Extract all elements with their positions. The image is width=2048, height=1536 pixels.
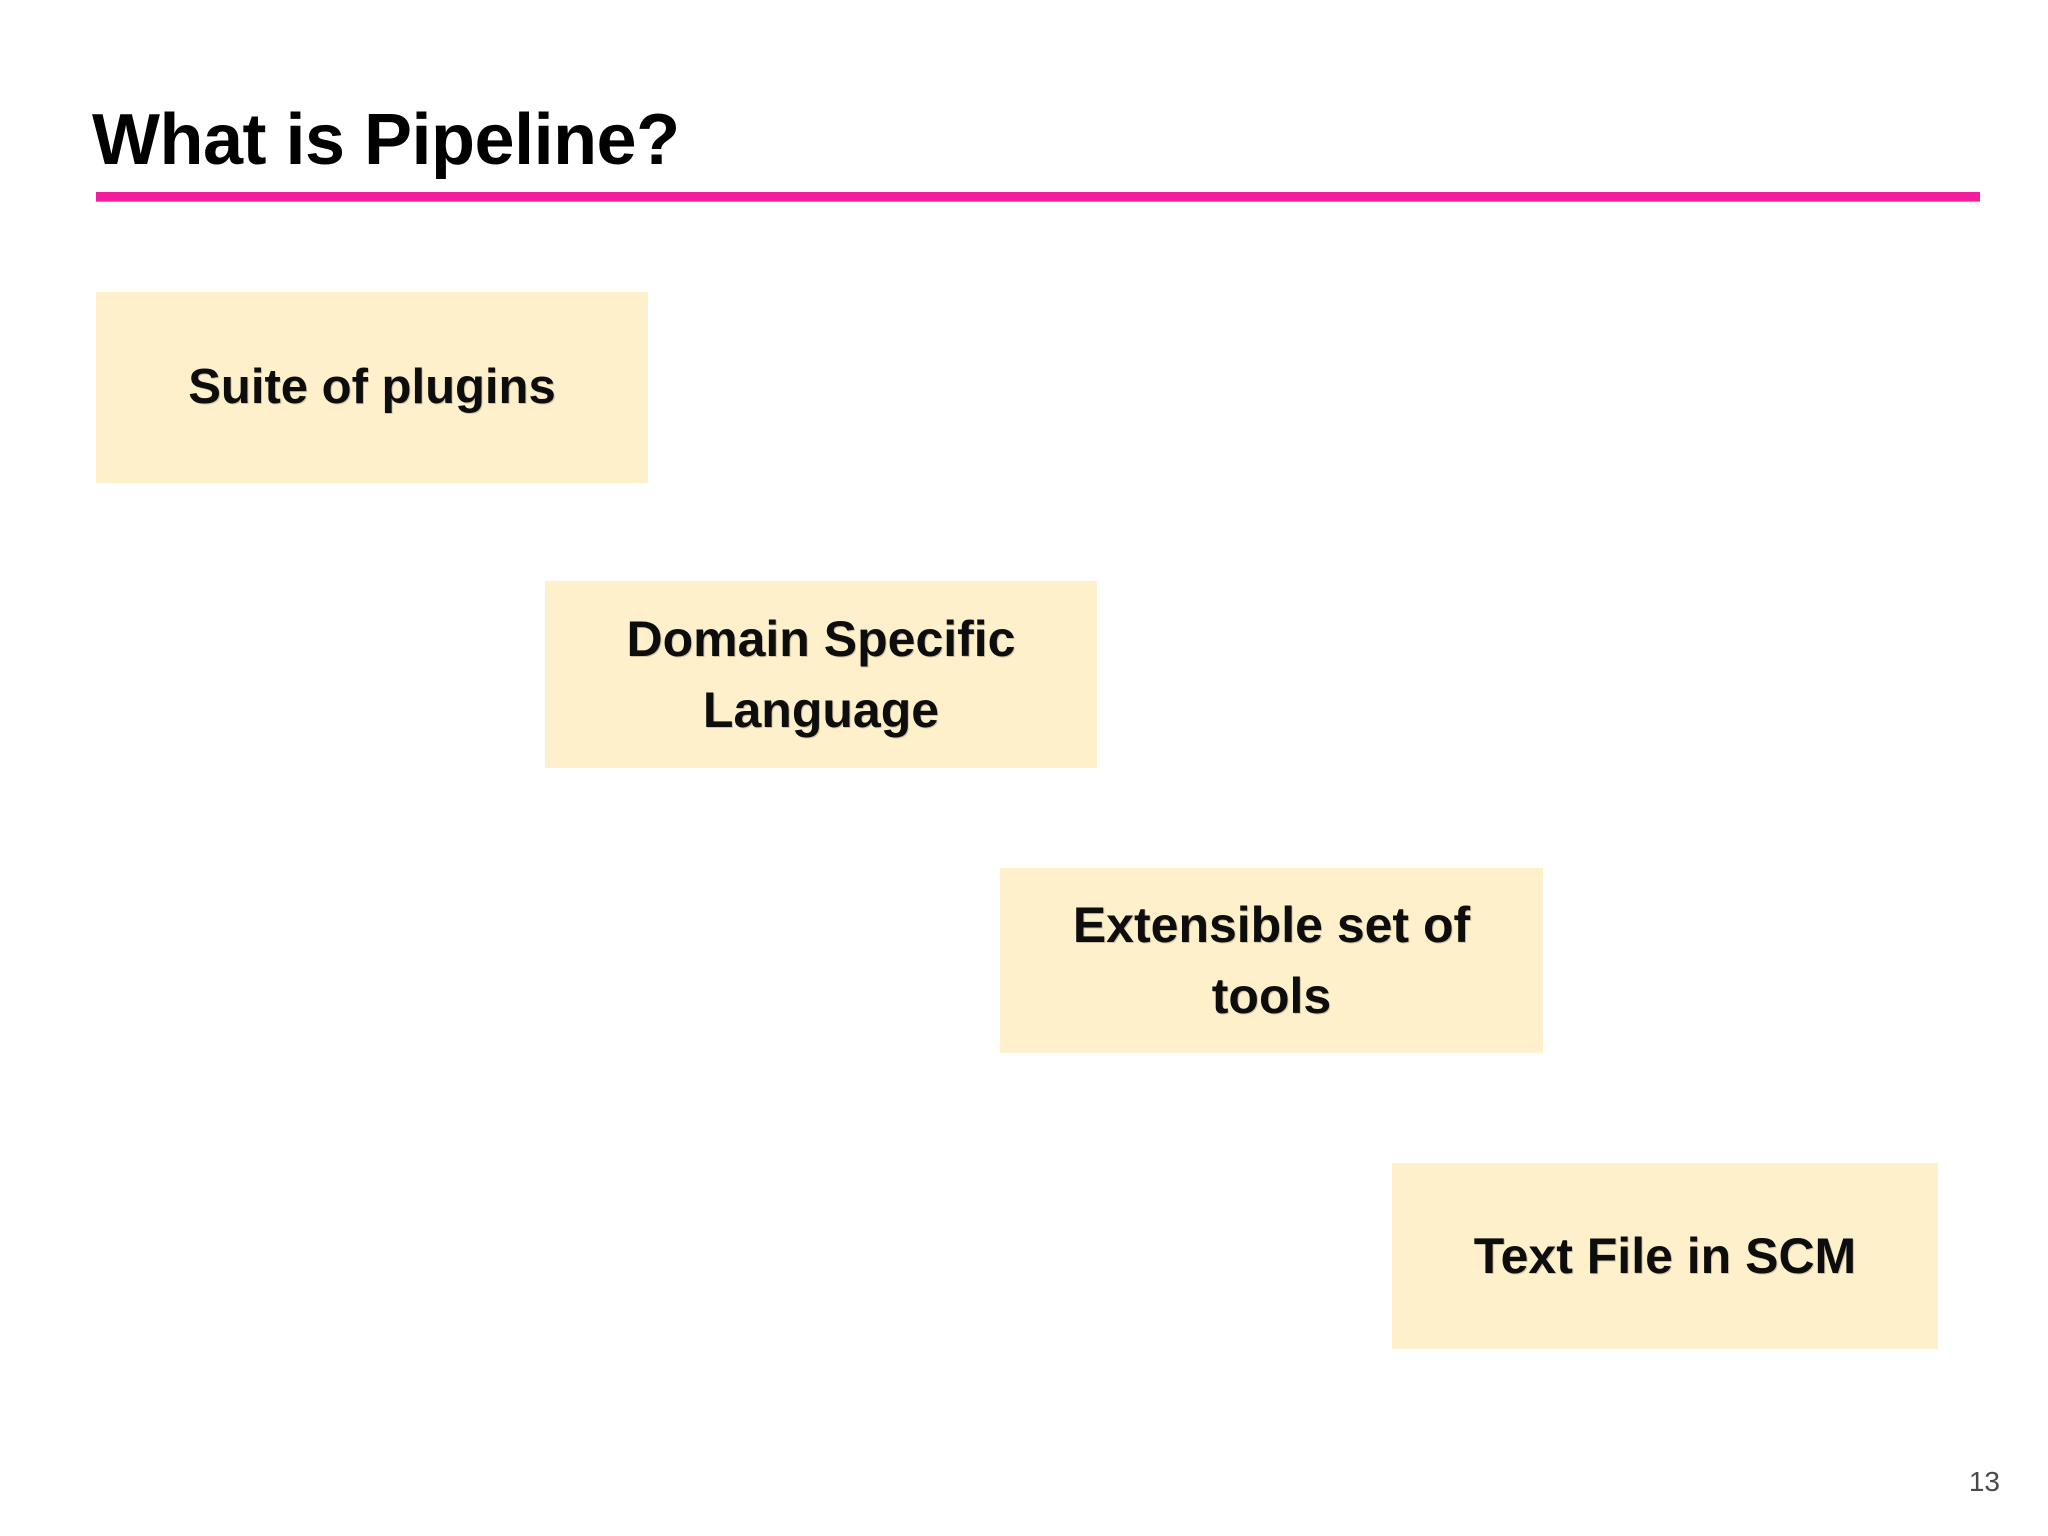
step-label: Domain Specific Language	[626, 610, 1016, 738]
step-box-suite-of-plugins: Suite of plugins	[96, 292, 648, 483]
title-underline-rule	[96, 192, 1980, 201]
step-box-text-file-in-scm: Text File in SCM	[1392, 1163, 1938, 1349]
step-label: Extensible set of tools	[1072, 896, 1471, 1024]
step-label: Suite of plugins	[188, 359, 556, 414]
page-title: What is Pipeline?	[92, 100, 680, 181]
step-label: Text File in SCM	[1473, 1227, 1857, 1284]
page-number: 13	[1968, 1466, 2000, 1497]
step-box-extensible-set-of-tools: Extensible set of tools	[1000, 868, 1543, 1053]
step-box-domain-specific-language: Domain Specific Language	[545, 581, 1097, 768]
